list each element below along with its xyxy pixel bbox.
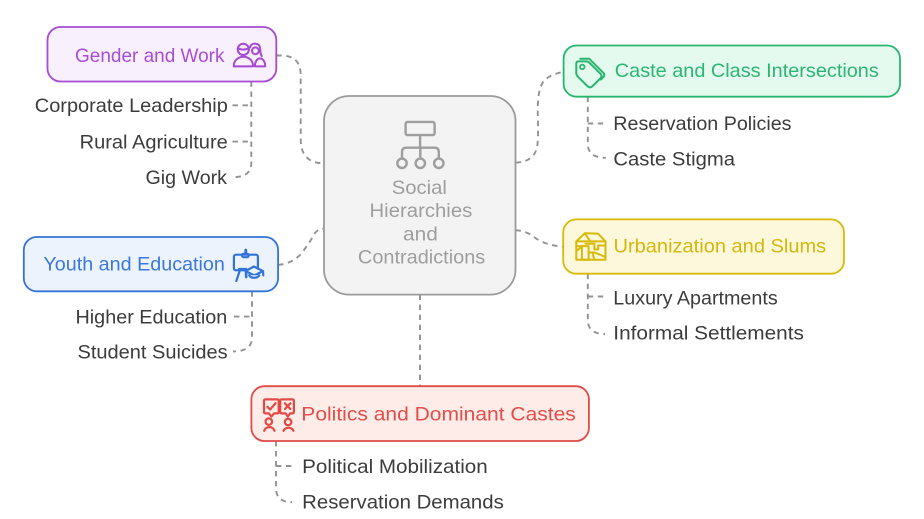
- svg-text:Contradictions: Contradictions: [358, 247, 486, 269]
- svg-text:Student Suicides: Student Suicides: [78, 342, 228, 364]
- svg-text:Youth and Education: Youth and Education: [43, 254, 225, 276]
- svg-text:Rural Agriculture: Rural Agriculture: [80, 132, 228, 154]
- svg-text:Corporate Leadership: Corporate Leadership: [35, 95, 228, 117]
- svg-text:Caste and Class Intersections: Caste and Class Intersections: [615, 60, 879, 82]
- svg-text:Caste Stigma: Caste Stigma: [613, 149, 735, 171]
- svg-text:Gig Work: Gig Work: [146, 167, 228, 189]
- svg-text:Reservation Demands: Reservation Demands: [302, 492, 504, 514]
- svg-text:Hierarchies: Hierarchies: [370, 200, 473, 222]
- svg-text:and: and: [403, 224, 438, 246]
- svg-text:Higher Education: Higher Education: [76, 307, 228, 329]
- svg-text:Informal Settlements: Informal Settlements: [613, 323, 804, 345]
- svg-text:Luxury Apartments: Luxury Apartments: [613, 288, 778, 310]
- svg-text:Political Mobilization: Political Mobilization: [302, 456, 488, 478]
- svg-text:Urbanization and Slums: Urbanization and Slums: [614, 236, 827, 258]
- svg-text:Gender and Work: Gender and Work: [75, 45, 225, 67]
- svg-text:Social: Social: [392, 177, 447, 199]
- svg-text:Politics and Dominant Castes: Politics and Dominant Castes: [301, 404, 576, 426]
- svg-text:Reservation Policies: Reservation Policies: [613, 113, 791, 135]
